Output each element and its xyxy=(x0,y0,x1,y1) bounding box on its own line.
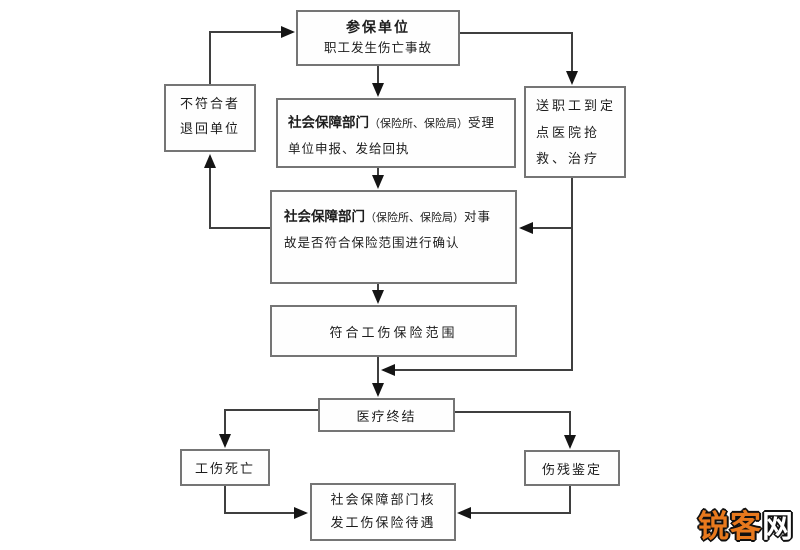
connector-yiliao-to-shangcan xyxy=(455,411,576,449)
node-shangcan-label: 伤残鉴定 xyxy=(541,462,602,478)
node-bufuhe-label: 不符合者 退回单位 xyxy=(179,97,240,137)
connector-canbao-to-songyi xyxy=(460,32,578,85)
node-shangcan-jianding: 伤残鉴定 xyxy=(524,450,620,486)
node-canbao-danwei: 参保单位 职工发生伤亡事故 xyxy=(296,10,460,66)
node-hefa-label: 社会保障部门核 发工伤保险待遇 xyxy=(330,492,436,531)
node-canbao-title: 参保单位 xyxy=(346,20,410,37)
node-fanwei-queren: 社会保障部门（保险所、保险局）对事故是否符合保险范围进行确认 xyxy=(270,190,517,284)
node-fuhe-label: 符合工伤保险范围 xyxy=(329,325,458,341)
node-gongshang-siwang: 工伤死亡 xyxy=(180,449,270,486)
node-hefa-daiyu: 社会保障部门核 发工伤保险待遇 xyxy=(310,483,456,541)
node-queren-detail: 对事故是否符合保险范围进行确认 xyxy=(284,209,492,251)
node-songyi-qiangjiu: 送职工到定 点医院抢 救、治疗 xyxy=(524,86,626,178)
connector-bufuhe-to-canbao xyxy=(209,26,295,85)
connector-queren-to-bufuhe xyxy=(204,154,270,229)
node-fuhe-fanwei: 符合工伤保险范围 xyxy=(270,305,517,357)
watermark-text-white: 网 xyxy=(762,509,794,545)
watermark-text-orange: 锐客 xyxy=(698,509,762,545)
connector-songyi-to-yiliao xyxy=(381,178,573,376)
node-shouli-detail: 受理单位申报、发给回执 xyxy=(288,115,496,157)
node-songyi-label: 送职工到定 点医院抢 救、治疗 xyxy=(536,99,617,168)
node-gongshang-label: 工伤死亡 xyxy=(194,462,255,477)
node-queren-paren: （保险所、保险局） xyxy=(365,211,464,224)
node-shouli-emphasis: 社会保障部门 xyxy=(288,115,369,131)
node-shouli-shenbao: 社会保障部门（保险所、保险局）受理单位申报、发给回执 xyxy=(276,98,516,168)
node-yiliao-label: 医疗终结 xyxy=(356,409,417,425)
connector-shangcan-to-hefa xyxy=(457,486,571,519)
node-shouli-paren: （保险所、保险局） xyxy=(369,117,468,130)
connector-yiliao-to-gongshang xyxy=(219,409,318,448)
connector-gongshang-to-hefa xyxy=(224,486,308,519)
watermark: 锐客网 xyxy=(698,501,794,546)
node-queren-emphasis: 社会保障部门 xyxy=(284,209,365,225)
node-canbao-subtitle: 职工发生伤亡事故 xyxy=(323,40,432,56)
node-bufuhe-tuihui: 不符合者 退回单位 xyxy=(164,84,256,152)
node-yiliao-zhongjie: 医疗终结 xyxy=(318,398,455,432)
